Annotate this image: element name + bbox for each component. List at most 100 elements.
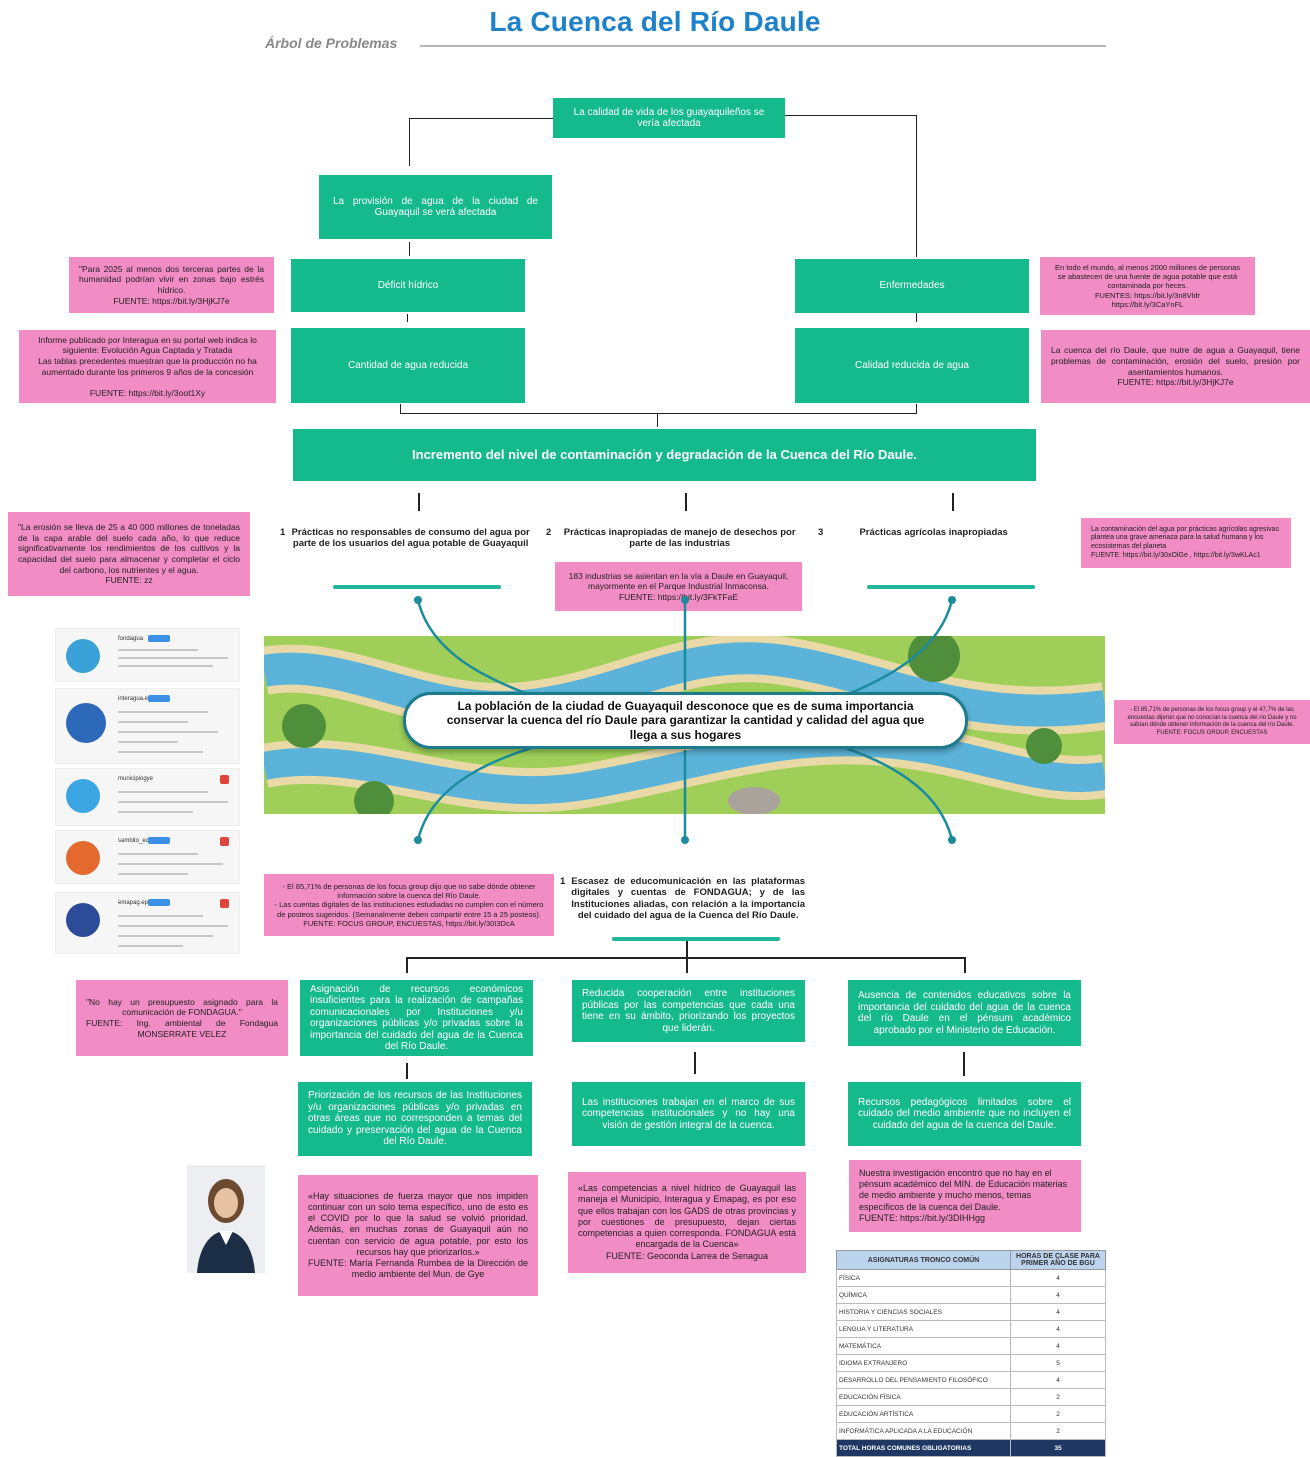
table-cell: HISTORIA Y CIENCIAS SOCIALES (836, 1303, 1011, 1321)
cause-text: Escasez de educomunicación en las plataf… (571, 876, 805, 922)
connector (657, 413, 658, 427)
follow-button[interactable] (148, 635, 170, 642)
effect-reduced-quantity: Cantidad de agua reducida (291, 328, 525, 403)
hours-table: ASIGNATURAS TRONCO COMÚN HORAS DE CLASE … (836, 1250, 1106, 1457)
avatar (66, 841, 100, 875)
table-cell: MATEMÁTICA (836, 1337, 1011, 1355)
notification-icon (220, 899, 229, 908)
notification-icon (220, 775, 229, 784)
main-problem: Incremento del nivel de contaminación y … (293, 429, 1036, 481)
effect-quality-of-life: La calidad de vida de los guayaquileños … (553, 98, 785, 138)
note-industries: 183 industrias se asientan en la vía a D… (555, 562, 802, 611)
connector (963, 1052, 965, 1076)
profile-card-interagua: interagua.ec (55, 688, 240, 764)
note-daule-contamination: La cuenca del río Daule, que nutre de ag… (1041, 330, 1310, 403)
follow-button[interactable] (148, 899, 170, 906)
bio-line (118, 649, 198, 651)
page-subtitle: Árbol de Problemas (265, 35, 398, 51)
subcause-cooperation: Reducida cooperación entre instituciones… (572, 980, 805, 1042)
bio-line (118, 751, 203, 753)
bio-line (118, 731, 218, 733)
table-cell: 4 (1010, 1320, 1106, 1338)
table-cell: 4 (1010, 1371, 1106, 1389)
connector (407, 314, 408, 322)
table-cell: FÍSICA (836, 1269, 1011, 1287)
connector (916, 404, 917, 414)
table-cell: 4 (1010, 1303, 1106, 1321)
profile-name: sambito_ec (118, 838, 149, 844)
note-water-stress: "Para 2025 al menos dos terceras partes … (69, 257, 274, 313)
page-title: La Cuenca del Río Daule (489, 6, 821, 37)
subcause-prioritization: Priorización de los recursos de las Inst… (298, 1082, 532, 1156)
note-central-survey: - El 85,71% de personas de los focus gro… (1114, 700, 1310, 744)
bio-line (118, 801, 228, 803)
cause-text: Prácticas inapropiadas de manejo de dese… (563, 527, 796, 550)
connector (406, 957, 408, 973)
subcause-pedagogy: Recursos pedagógicos limitados sobre el … (848, 1082, 1081, 1146)
bio-line (118, 791, 208, 793)
connector (400, 413, 917, 414)
table-cell: 4 (1010, 1337, 1106, 1355)
profile-card-sambito: sambito_ec (55, 830, 240, 884)
profile-card-municipio: municipiogye (55, 768, 240, 826)
connector (685, 493, 687, 511)
cause-underline (612, 937, 780, 941)
connector (406, 957, 965, 959)
avatar (66, 703, 106, 743)
bio-line (118, 925, 228, 927)
bio-line (118, 873, 188, 875)
bio-line (118, 915, 203, 917)
avatar (66, 903, 100, 937)
connector (916, 312, 917, 322)
bio-line (118, 711, 208, 713)
note-focus-group: - El 85,71% de personas de los focus gro… (264, 874, 554, 936)
cause-3: 3 Prácticas agrícolas inapropiadas (818, 527, 1038, 538)
profile-card-fondagua: fondagua (55, 628, 240, 682)
table-cell: IDIOMA EXTRANJERO (836, 1354, 1011, 1372)
table-cell: 4 (1010, 1286, 1106, 1304)
bio-line (118, 945, 183, 947)
table-cell: EDUCACIÓN FÍSICA (836, 1388, 1011, 1406)
central-problem: La población de la ciudad de Guayaquil d… (403, 692, 968, 749)
cause-number: 3 (818, 527, 824, 538)
note-agricultural: La contaminación del agua por prácticas … (1081, 518, 1291, 568)
connector (952, 493, 954, 511)
profile-name: fondagua (118, 636, 144, 642)
cause-number: 1 (560, 876, 566, 887)
connector (686, 941, 688, 973)
connector (916, 115, 917, 257)
cause-number: 2 (546, 527, 552, 538)
connector (785, 115, 917, 116)
cause-2: 2 Prácticas inapropiadas de manejo de de… (546, 527, 802, 550)
quote-municipio: «Hay situaciones de fuerza mayor que nos… (298, 1175, 538, 1296)
cause-number: 1 (280, 527, 286, 538)
follow-button[interactable] (148, 695, 170, 702)
table-cell: 5 (1010, 1354, 1106, 1372)
effect-water-provision: La provisión de agua de la ciudad de Gua… (319, 175, 552, 239)
cause-text: Prácticas no responsables de consumo del… (291, 527, 530, 550)
bio-line (118, 863, 223, 865)
effect-diseases: Enfermedades (795, 259, 1029, 313)
table-cell: 4 (1010, 1269, 1106, 1287)
person-icon (187, 1165, 265, 1273)
profile-name: emapag.ep.gye (118, 900, 160, 906)
table-header: ASIGNATURAS TRONCO COMÚN (836, 1250, 1011, 1270)
quote-senagua: «Las competencias a nivel hídrico de Gua… (568, 1172, 806, 1273)
follow-button[interactable] (148, 837, 170, 844)
connector (400, 404, 401, 414)
bio-line (118, 935, 213, 937)
cause-text: Prácticas agrícolas inapropiadas (859, 527, 1008, 538)
subcause-education: Ausencia de contenidos educativos sobre … (848, 980, 1081, 1046)
profile-card-emapag: emapag.ep.gye (55, 892, 240, 954)
connector (409, 118, 553, 119)
